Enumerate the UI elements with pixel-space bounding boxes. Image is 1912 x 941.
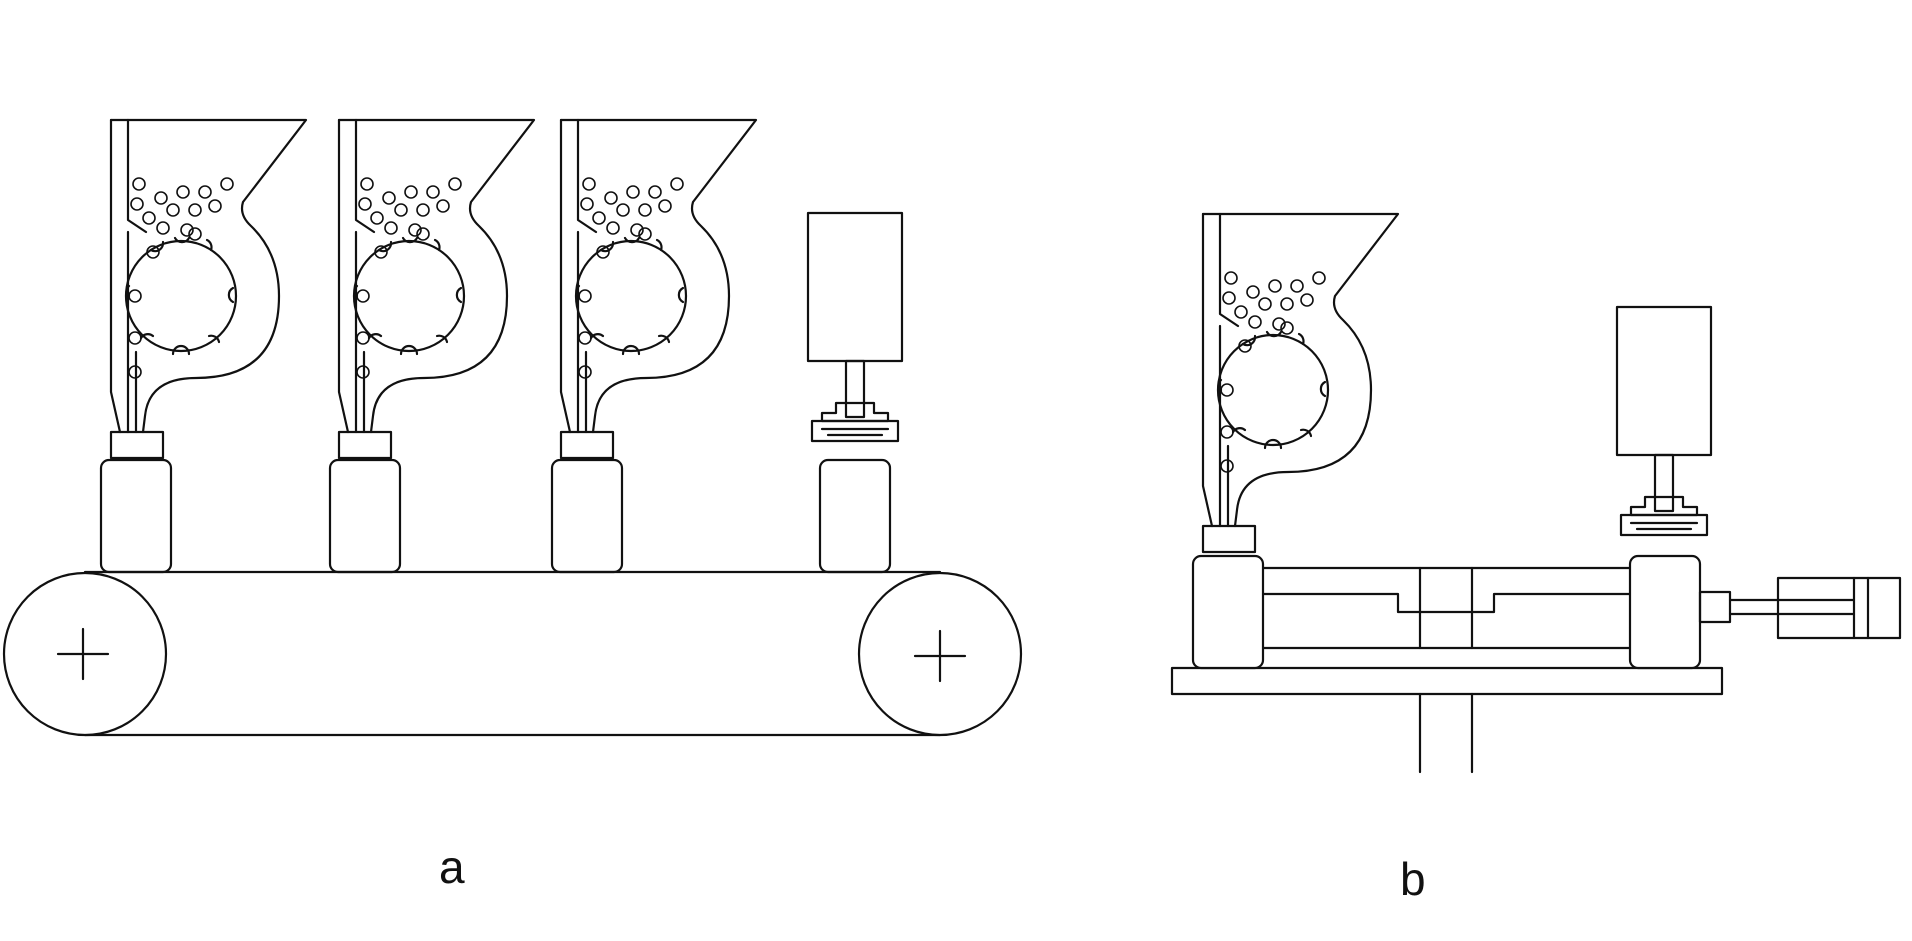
pulley-left-axis: [56, 627, 110, 681]
capper-b: [1615, 305, 1713, 537]
feeder-3: [559, 118, 758, 460]
cylinder-rod-end: [1698, 590, 1732, 624]
label-a: a: [439, 841, 465, 893]
capper-a: [806, 211, 904, 443]
bottle-b-1: [1191, 554, 1265, 670]
label-b: b: [1400, 853, 1426, 905]
feeder-b: [1201, 212, 1400, 554]
bottle-b-2: [1628, 554, 1702, 670]
cylinder-body: [1776, 576, 1902, 640]
pulley-right-axis: [913, 629, 967, 683]
rotary-shaft: [1418, 692, 1474, 774]
base-plate: [1170, 666, 1724, 696]
bottle-1: [99, 458, 173, 574]
feeder-1: [109, 118, 308, 460]
bottle-2: [328, 458, 402, 574]
bottle-4: [818, 458, 892, 574]
bottle-3: [550, 458, 624, 574]
diagram-b: [1170, 212, 1902, 774]
feeder-2: [337, 118, 536, 460]
cylinder-rod: [1728, 598, 1780, 616]
diagram-a: [2, 118, 1023, 737]
